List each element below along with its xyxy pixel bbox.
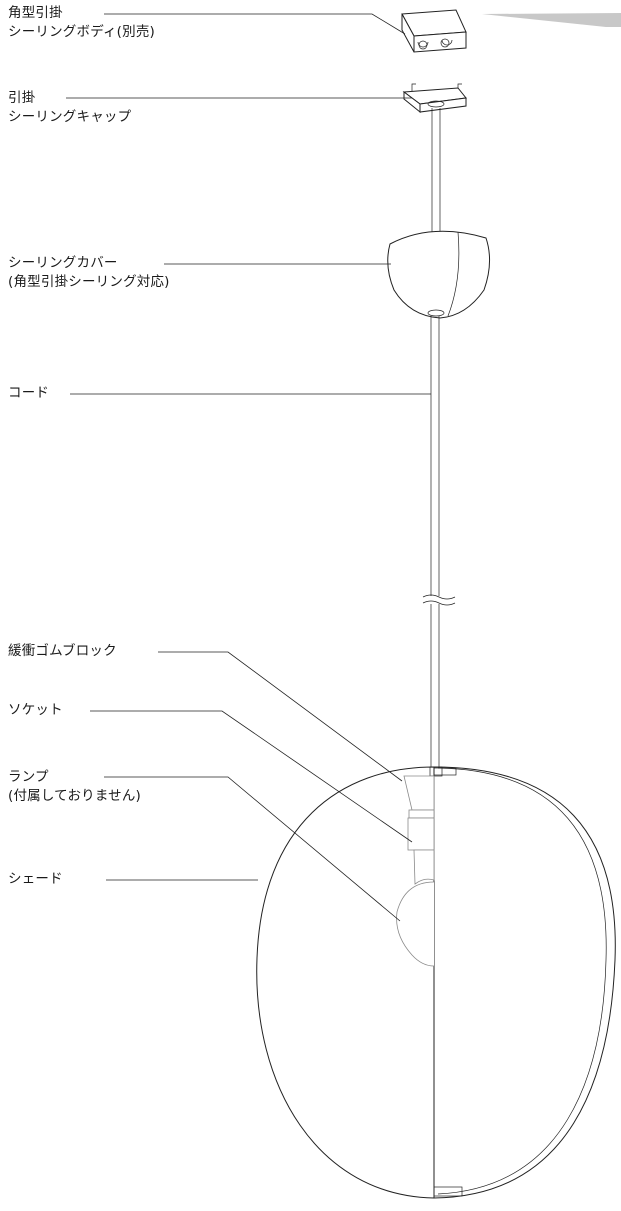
label-ceiling-cover-line2: (角型引掛シーリング対応) bbox=[8, 274, 170, 290]
label-ceiling-cover: シーリングカバー (角型引掛シーリング対応) bbox=[8, 254, 170, 292]
label-ceiling-cap-line1: 引掛 bbox=[8, 90, 36, 106]
label-ceiling-cap-line2: シーリングキャップ bbox=[8, 109, 132, 125]
ceiling-body-part bbox=[401, 9, 467, 53]
decorative-wedge bbox=[482, 13, 621, 27]
label-cushion-block-line1: 緩衝ゴムブロック bbox=[8, 643, 117, 659]
label-shade-line1: シェード bbox=[8, 871, 63, 887]
label-shade: シェード bbox=[8, 870, 63, 889]
label-cord: コード bbox=[8, 384, 49, 403]
label-ceiling-body: 角型引掛 シーリングボディ(別売) bbox=[8, 4, 155, 42]
ceiling-cap-part bbox=[402, 83, 467, 114]
ceiling-cover-part bbox=[387, 230, 490, 319]
label-ceiling-body-line2: シーリングボディ(別売) bbox=[8, 24, 155, 40]
socket-assembly bbox=[396, 766, 443, 967]
label-socket: ソケット bbox=[8, 701, 63, 720]
shade-part bbox=[256, 766, 616, 1199]
label-ceiling-cap: 引掛 シーリングキャップ bbox=[8, 89, 131, 127]
leader-lines bbox=[66, 13, 431, 922]
label-lamp-line1: ランプ bbox=[8, 769, 49, 785]
label-lamp: ランプ (付属しておりません) bbox=[8, 768, 141, 806]
label-ceiling-cover-line1: シーリングカバー bbox=[8, 255, 118, 271]
label-cord-line1: コード bbox=[8, 385, 50, 401]
label-socket-line1: ソケット bbox=[8, 702, 63, 718]
label-lamp-line2: (付属しておりません) bbox=[8, 788, 142, 804]
label-ceiling-body-line1: 角型引掛 bbox=[8, 5, 63, 21]
label-cushion-block: 緩衝ゴムブロック bbox=[8, 642, 117, 661]
